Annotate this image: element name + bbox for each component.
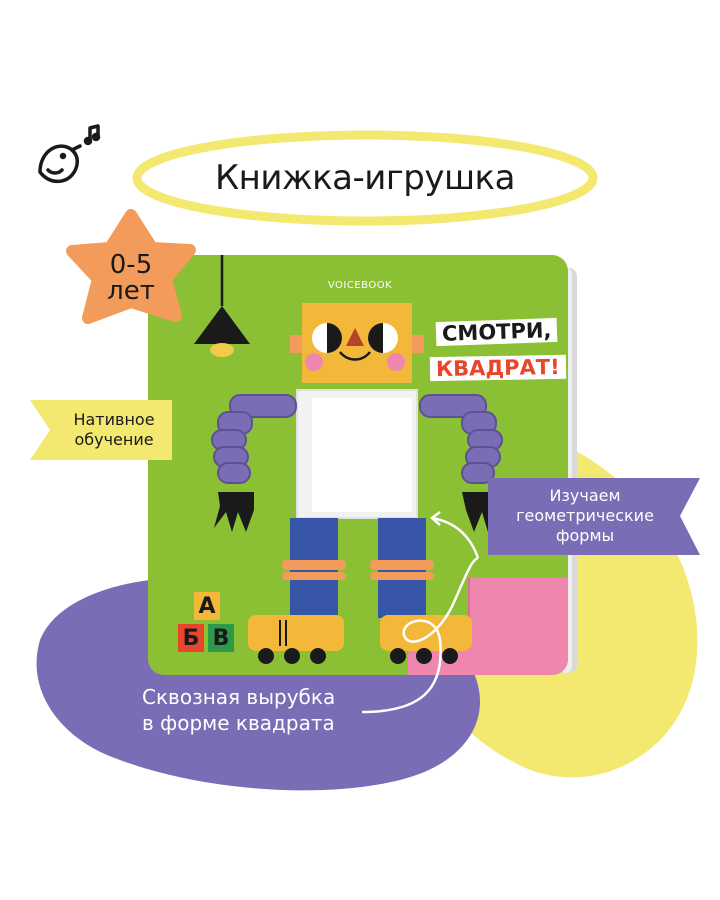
arrow-to-cutout	[431, 516, 480, 559]
ribbon-right-line3: формы	[555, 526, 615, 545]
age-range: 0-5	[109, 250, 153, 280]
bird-music-icon	[38, 124, 101, 184]
ribbon-left-line2: обучение	[74, 430, 154, 449]
book-title-line1: СМОТРИ,	[435, 317, 558, 347]
book-brand: VOICEBOOK	[327, 280, 393, 291]
age-unit: лет	[107, 276, 155, 306]
ribbon-left-line1: Нативное	[73, 410, 155, 429]
ribbon-right-line1: Изучаем	[549, 486, 621, 505]
letter-block-a: А	[194, 592, 220, 620]
ribbon-right	[488, 478, 700, 555]
book-title-line2: КВАДРАТ!	[429, 354, 566, 382]
title-oval	[132, 130, 598, 226]
ribbon-left	[30, 400, 172, 460]
letter-block-b: Б	[178, 624, 204, 652]
robot-arm-right	[419, 394, 503, 484]
caption-line2: в форме квадрата	[142, 711, 335, 735]
letter-block-v: В	[208, 624, 234, 652]
skate-right	[380, 615, 472, 651]
robot-arm-left	[211, 394, 297, 484]
age-star	[66, 209, 196, 324]
arrow-from-caption	[361, 556, 479, 714]
age-badge: 0-5 лет	[92, 252, 170, 304]
caption-line1: Сквозная вырубка	[142, 685, 336, 709]
ribbon-right-text: Изучаем геометрические формы	[500, 486, 670, 546]
skate-left	[248, 615, 344, 651]
ribbon-right-line2: геометрические	[516, 506, 654, 525]
page-title: Книжка-игрушка	[215, 158, 515, 198]
ribbon-left-text: Нативное обучение	[58, 410, 170, 450]
cutout-caption: Сквозная вырубка в форме квадрата	[142, 684, 422, 736]
